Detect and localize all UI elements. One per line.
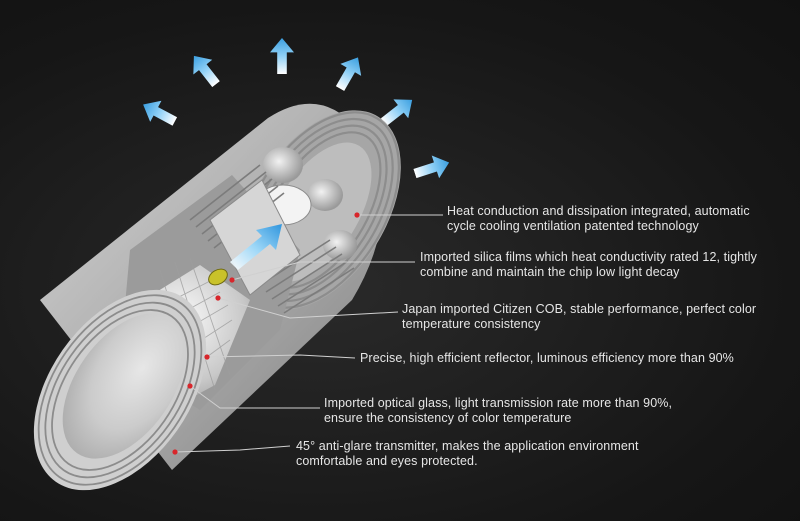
callout-line: Precise, high efficient reflector, lumin…	[360, 351, 734, 365]
callout-optical-glass: Imported optical glass, light transmissi…	[324, 396, 672, 426]
callout-line: ensure the consistency of color temperat…	[324, 411, 572, 425]
lamp-housing	[33, 103, 401, 491]
callout-heat-dissipation: Heat conduction and dissipation integrat…	[447, 204, 750, 234]
callout-line: Imported silica films which heat conduct…	[420, 250, 758, 264]
callout-line: Imported optical glass, light transmissi…	[324, 396, 673, 410]
callout-anti-glare: 45° anti-glare transmitter, makes the ap…	[296, 439, 639, 469]
leader-lines	[174, 214, 443, 453]
callout-line: temperature consistency	[402, 317, 541, 331]
callout-silica-film: Imported silica films which heat conduct…	[420, 250, 757, 280]
callout-line: combine and maintain the chip low light …	[420, 265, 680, 279]
callout-line: Japan imported Citizen COB, stable perfo…	[402, 302, 757, 316]
callout-cob-chip: Japan imported Citizen COB, stable perfo…	[402, 302, 756, 332]
callout-markers	[172, 212, 360, 455]
callout-reflector: Precise, high efficient reflector, lumin…	[360, 351, 734, 366]
callout-line: 45° anti-glare transmitter, makes the ap…	[296, 439, 639, 453]
callout-line: comfortable and eyes protected.	[296, 454, 478, 468]
callout-line: Heat conduction and dissipation integrat…	[447, 204, 750, 218]
callout-line: cycle cooling ventilation patented techn…	[447, 219, 699, 233]
